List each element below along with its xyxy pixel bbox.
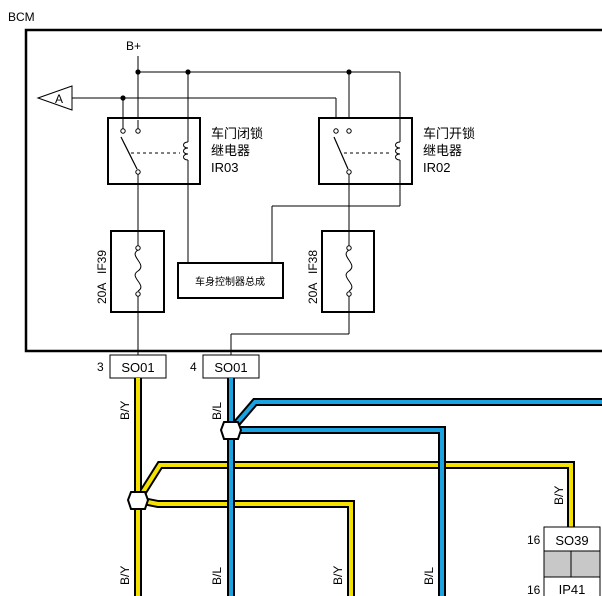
wire-label-by-bottom-2: B/Y (331, 566, 345, 585)
connector-so39-label: SO39 (555, 533, 588, 548)
wire-labels: B/Y B/L B/Y B/Y B/L B/Y B/L (118, 401, 566, 585)
connector-so39 (543, 526, 601, 552)
ground-ref-symbol: A (36, 85, 73, 111)
relay-ir03-name-line1: 车门闭锁 (211, 126, 263, 142)
connector-ip41-label: IP41 (559, 582, 586, 596)
wire-label-bl-bottom-2: B/L (422, 567, 436, 585)
wire-label-bl-top: B/L (210, 402, 224, 420)
fuse-if39-code: IF39 (95, 250, 109, 274)
junction-dots (120, 69, 352, 101)
relay-ir03-code: IR03 (211, 160, 238, 175)
relay-ir02-name-line2: 继电器 (423, 144, 462, 159)
wire-bl (227, 378, 602, 596)
splice-nodes (126, 421, 243, 510)
connector-so01-a-label: SO01 (121, 360, 154, 375)
relay-ir03-name-line2: 继电器 (211, 144, 250, 159)
connector-ip41 (543, 576, 601, 596)
wire-label-by-right: B/Y (552, 486, 566, 505)
bcm-box (24, 28, 602, 353)
fuse-if38 (321, 230, 375, 313)
ground-ref-label: A (55, 92, 63, 106)
relay-ir02-code: IR02 (423, 160, 450, 175)
wire-label-bl-bottom-1: B/L (210, 567, 224, 585)
fuse-if38-rating: 20A (306, 283, 320, 304)
wire-label-by-top: B/Y (118, 401, 132, 420)
fuse-if38-code: IF38 (306, 250, 320, 274)
connector-pin-16b: 16 (527, 583, 541, 596)
wire-by (134, 378, 575, 596)
connector-pin-4: 4 (190, 360, 197, 374)
connector-so01-b-label: SO01 (214, 360, 247, 375)
fuse-if39-rating: 20A (95, 283, 109, 304)
connector-pin-3: 3 (97, 360, 104, 374)
relay-ir02 (318, 117, 413, 185)
module-label: BCM (8, 10, 35, 24)
relay-ir03 (107, 98, 201, 185)
body-controller-label: 车身控制器总成 (195, 275, 265, 288)
relay-ir02-name-line1: 车门开锁 (423, 126, 475, 142)
body-controller-box (177, 262, 284, 299)
wire-label-by-bottom-1: B/Y (118, 566, 132, 585)
fuse-if39 (110, 230, 165, 313)
supply-label: B+ (126, 39, 141, 53)
connector-gap (543, 550, 601, 578)
connector-pin-16a: 16 (527, 533, 541, 547)
